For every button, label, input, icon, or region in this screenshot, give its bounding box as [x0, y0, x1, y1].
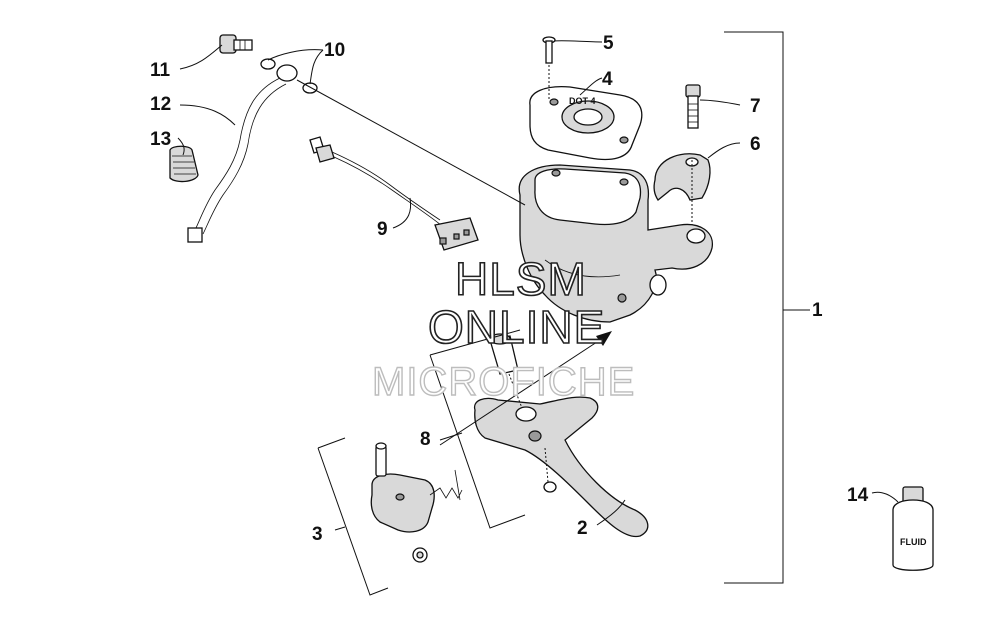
watermark-line2: ONLINE — [428, 301, 605, 353]
callout-1: 1 — [812, 300, 823, 321]
callout-12: 12 — [150, 94, 171, 115]
callout-10: 10 — [324, 40, 345, 61]
reservoir-cap: DOT 4 — [529, 86, 643, 161]
brake-light-switch — [309, 136, 479, 251]
brake-lever — [473, 396, 649, 538]
assembly-arrow — [439, 331, 612, 446]
pivot-bolt — [489, 333, 523, 409]
hose-boot — [169, 145, 199, 183]
callout-2: 2 — [577, 518, 588, 539]
retaining-clip — [543, 447, 557, 493]
master-cylinder-body — [518, 164, 713, 323]
assembly-bracket-1 — [724, 31, 810, 584]
callout-labels: 1 2 3 4 5 6 7 8 9 10 11 12 13 14 — [150, 33, 869, 545]
brake-fluid-bottle: FLUID — [892, 486, 934, 571]
callout-8: 8 — [420, 429, 431, 450]
star-washer — [412, 547, 428, 563]
watermark-line1: HLSM — [455, 253, 587, 305]
assembly-bracket-8 — [429, 329, 526, 529]
watermark: HLSM ONLINE MICROFICHE — [371, 252, 635, 405]
watermark-line3: MICROFICHE — [372, 360, 635, 404]
cap-text: DOT 4 — [569, 96, 596, 106]
callout-14: 14 — [847, 485, 869, 506]
bottle-label: FLUID — [900, 537, 927, 547]
brake-hose — [187, 64, 526, 243]
handlebar-clamp — [653, 153, 711, 225]
return-spring — [429, 469, 463, 501]
assembly-bracket-3 — [317, 437, 389, 596]
cap-screw — [542, 36, 556, 100]
callout-11: 11 — [150, 60, 171, 81]
callout-6: 6 — [750, 134, 761, 155]
callout-7: 7 — [750, 96, 761, 117]
callout-5: 5 — [603, 33, 614, 54]
callout-13: 13 — [150, 129, 171, 150]
callout-9: 9 — [377, 219, 388, 240]
leader-lines — [177, 40, 899, 526]
clamp-bolt — [685, 84, 701, 129]
brake-switch-block — [370, 442, 435, 533]
banjo-bolt — [219, 34, 253, 54]
callout-3: 3 — [312, 524, 323, 545]
callout-4: 4 — [602, 69, 613, 90]
